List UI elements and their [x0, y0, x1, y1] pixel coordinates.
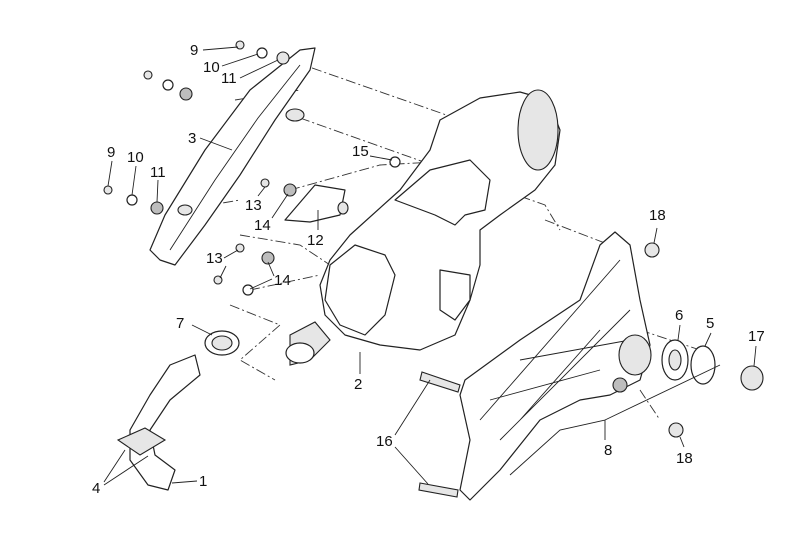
bracket-12-part [284, 184, 349, 223]
callout-labels: 9 10 11 3 9 10 11 15 13 14 12 13 14 18 7… [92, 42, 765, 497]
callout-1: 1 [199, 473, 207, 490]
callout-7: 7 [176, 315, 184, 332]
assembly-lines [169, 61, 701, 421]
callout-18: 18 [676, 450, 693, 467]
callout-2: 2 [354, 376, 362, 393]
callout-18: 18 [649, 207, 666, 224]
callout-13: 13 [206, 250, 223, 267]
callout-15: 15 [352, 143, 369, 160]
bearing-6-part [661, 339, 689, 381]
callout-4: 4 [92, 480, 100, 497]
circlip-5-part [690, 345, 716, 385]
callout-9: 9 [190, 42, 198, 59]
callout-8: 8 [604, 442, 612, 459]
callout-11: 11 [150, 164, 166, 181]
callout-9: 9 [107, 144, 115, 161]
support-bracket-8-part [459, 231, 652, 501]
callout-11: 11 [221, 70, 237, 87]
cap-17-part [740, 365, 764, 391]
callout-16: 16 [376, 433, 393, 450]
callout-13: 13 [245, 197, 262, 214]
clamp-7-part [204, 330, 240, 356]
callout-17: 17 [748, 328, 765, 345]
callout-6: 6 [675, 307, 683, 324]
callout-10: 10 [127, 149, 144, 166]
heat-shield-part [149, 47, 316, 266]
callout-14: 14 [274, 272, 291, 289]
exhaust-pipe-1-part [116, 354, 201, 491]
leader-lines [103, 46, 757, 486]
callout-3: 3 [188, 130, 196, 147]
muffler-part [285, 89, 561, 366]
callout-12: 12 [307, 232, 324, 249]
callout-14: 14 [254, 217, 271, 234]
fasteners [103, 40, 684, 498]
callout-5: 5 [706, 315, 714, 332]
callout-10: 10 [203, 59, 220, 76]
